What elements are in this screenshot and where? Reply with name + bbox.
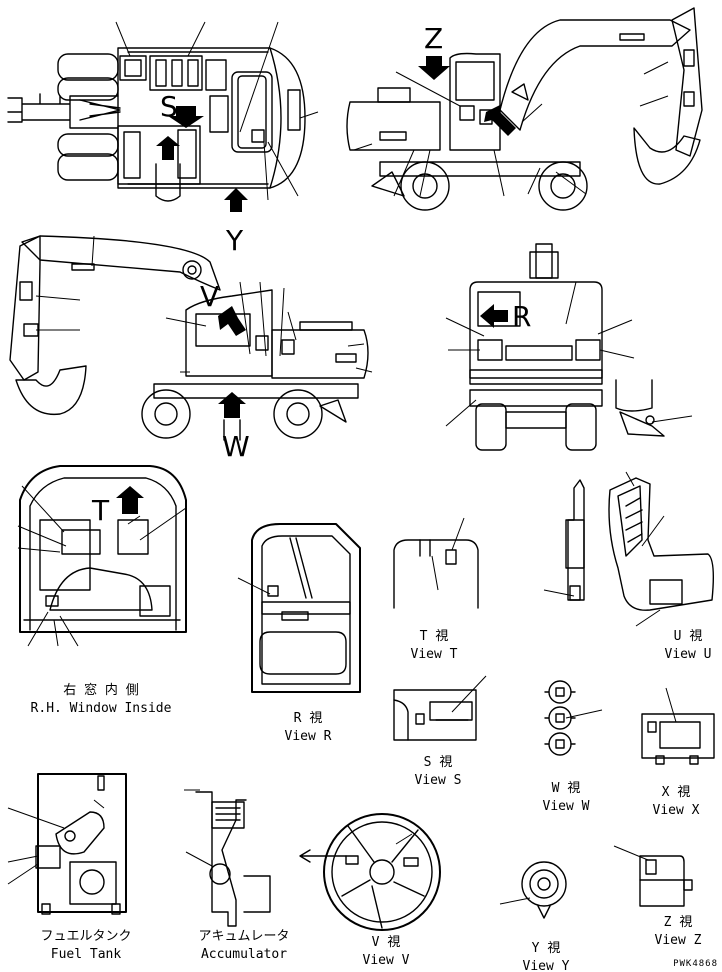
view-letter-v: V: [200, 280, 219, 313]
view-u-jp: U 視: [674, 629, 703, 644]
view-letter-s: S: [160, 90, 178, 123]
view-v-drawing: [299, 813, 441, 931]
accumulator-en: Accumulator: [201, 947, 287, 962]
view-v-en: View V: [363, 953, 410, 968]
view-letter-z: Z: [424, 22, 443, 55]
view-s-drawing: [393, 675, 487, 741]
view-r-jp: R 視: [294, 711, 323, 726]
view-x-jp: X 視: [662, 785, 691, 800]
view-z-jp: Z 視: [664, 915, 693, 930]
view-r-en: View R: [285, 729, 332, 744]
rear-view: [445, 243, 693, 451]
view-s-en: View S: [415, 773, 462, 788]
top-plan-view: [7, 21, 319, 212]
view-z-drawing: [613, 845, 693, 907]
view-w-drawing: [544, 680, 603, 756]
view-t-jp: T 視: [420, 629, 449, 644]
view-t-drawing: [393, 517, 479, 609]
view-w-jp: W 視: [552, 781, 581, 796]
view-y-jp: Y 視: [532, 941, 561, 956]
accumulator-drawing: [184, 789, 271, 927]
side-view-left: [9, 235, 373, 441]
view-letter-w: W: [222, 430, 250, 463]
view-v-jp: V 視: [372, 935, 401, 950]
view-z-en: View Z: [655, 933, 702, 948]
view-letter-y: Y: [225, 224, 244, 257]
rh-window-jp: 右 窓 内 側: [63, 682, 138, 698]
view-letter-r: R: [512, 300, 531, 333]
side-view-right: [346, 7, 703, 211]
rh-window-en: R.H. Window Inside: [31, 701, 172, 716]
view-x-drawing: [641, 687, 715, 765]
drawing-number: PWK4868: [673, 959, 718, 969]
view-u-en: View U: [665, 647, 712, 662]
fuel-tank-jp: フュエルタンク: [40, 929, 131, 944]
view-t-en: View T: [411, 647, 458, 662]
fuel-tank-en: Fuel Tank: [51, 947, 122, 962]
accumulator-jp: アキュムレータ: [198, 929, 289, 944]
view-r-drawing: [237, 523, 361, 693]
view-s-jp: S 視: [424, 755, 453, 770]
rh-window-inside-drawing: [17, 465, 187, 647]
view-w-en: View W: [543, 799, 590, 814]
view-letter-t: T: [91, 494, 110, 527]
view-x-en: View X: [653, 803, 700, 818]
view-y-en: View Y: [523, 959, 570, 972]
fuel-tank-drawing: [7, 773, 127, 915]
view-y-drawing: [499, 861, 567, 919]
view-u-drawing: [543, 471, 715, 627]
